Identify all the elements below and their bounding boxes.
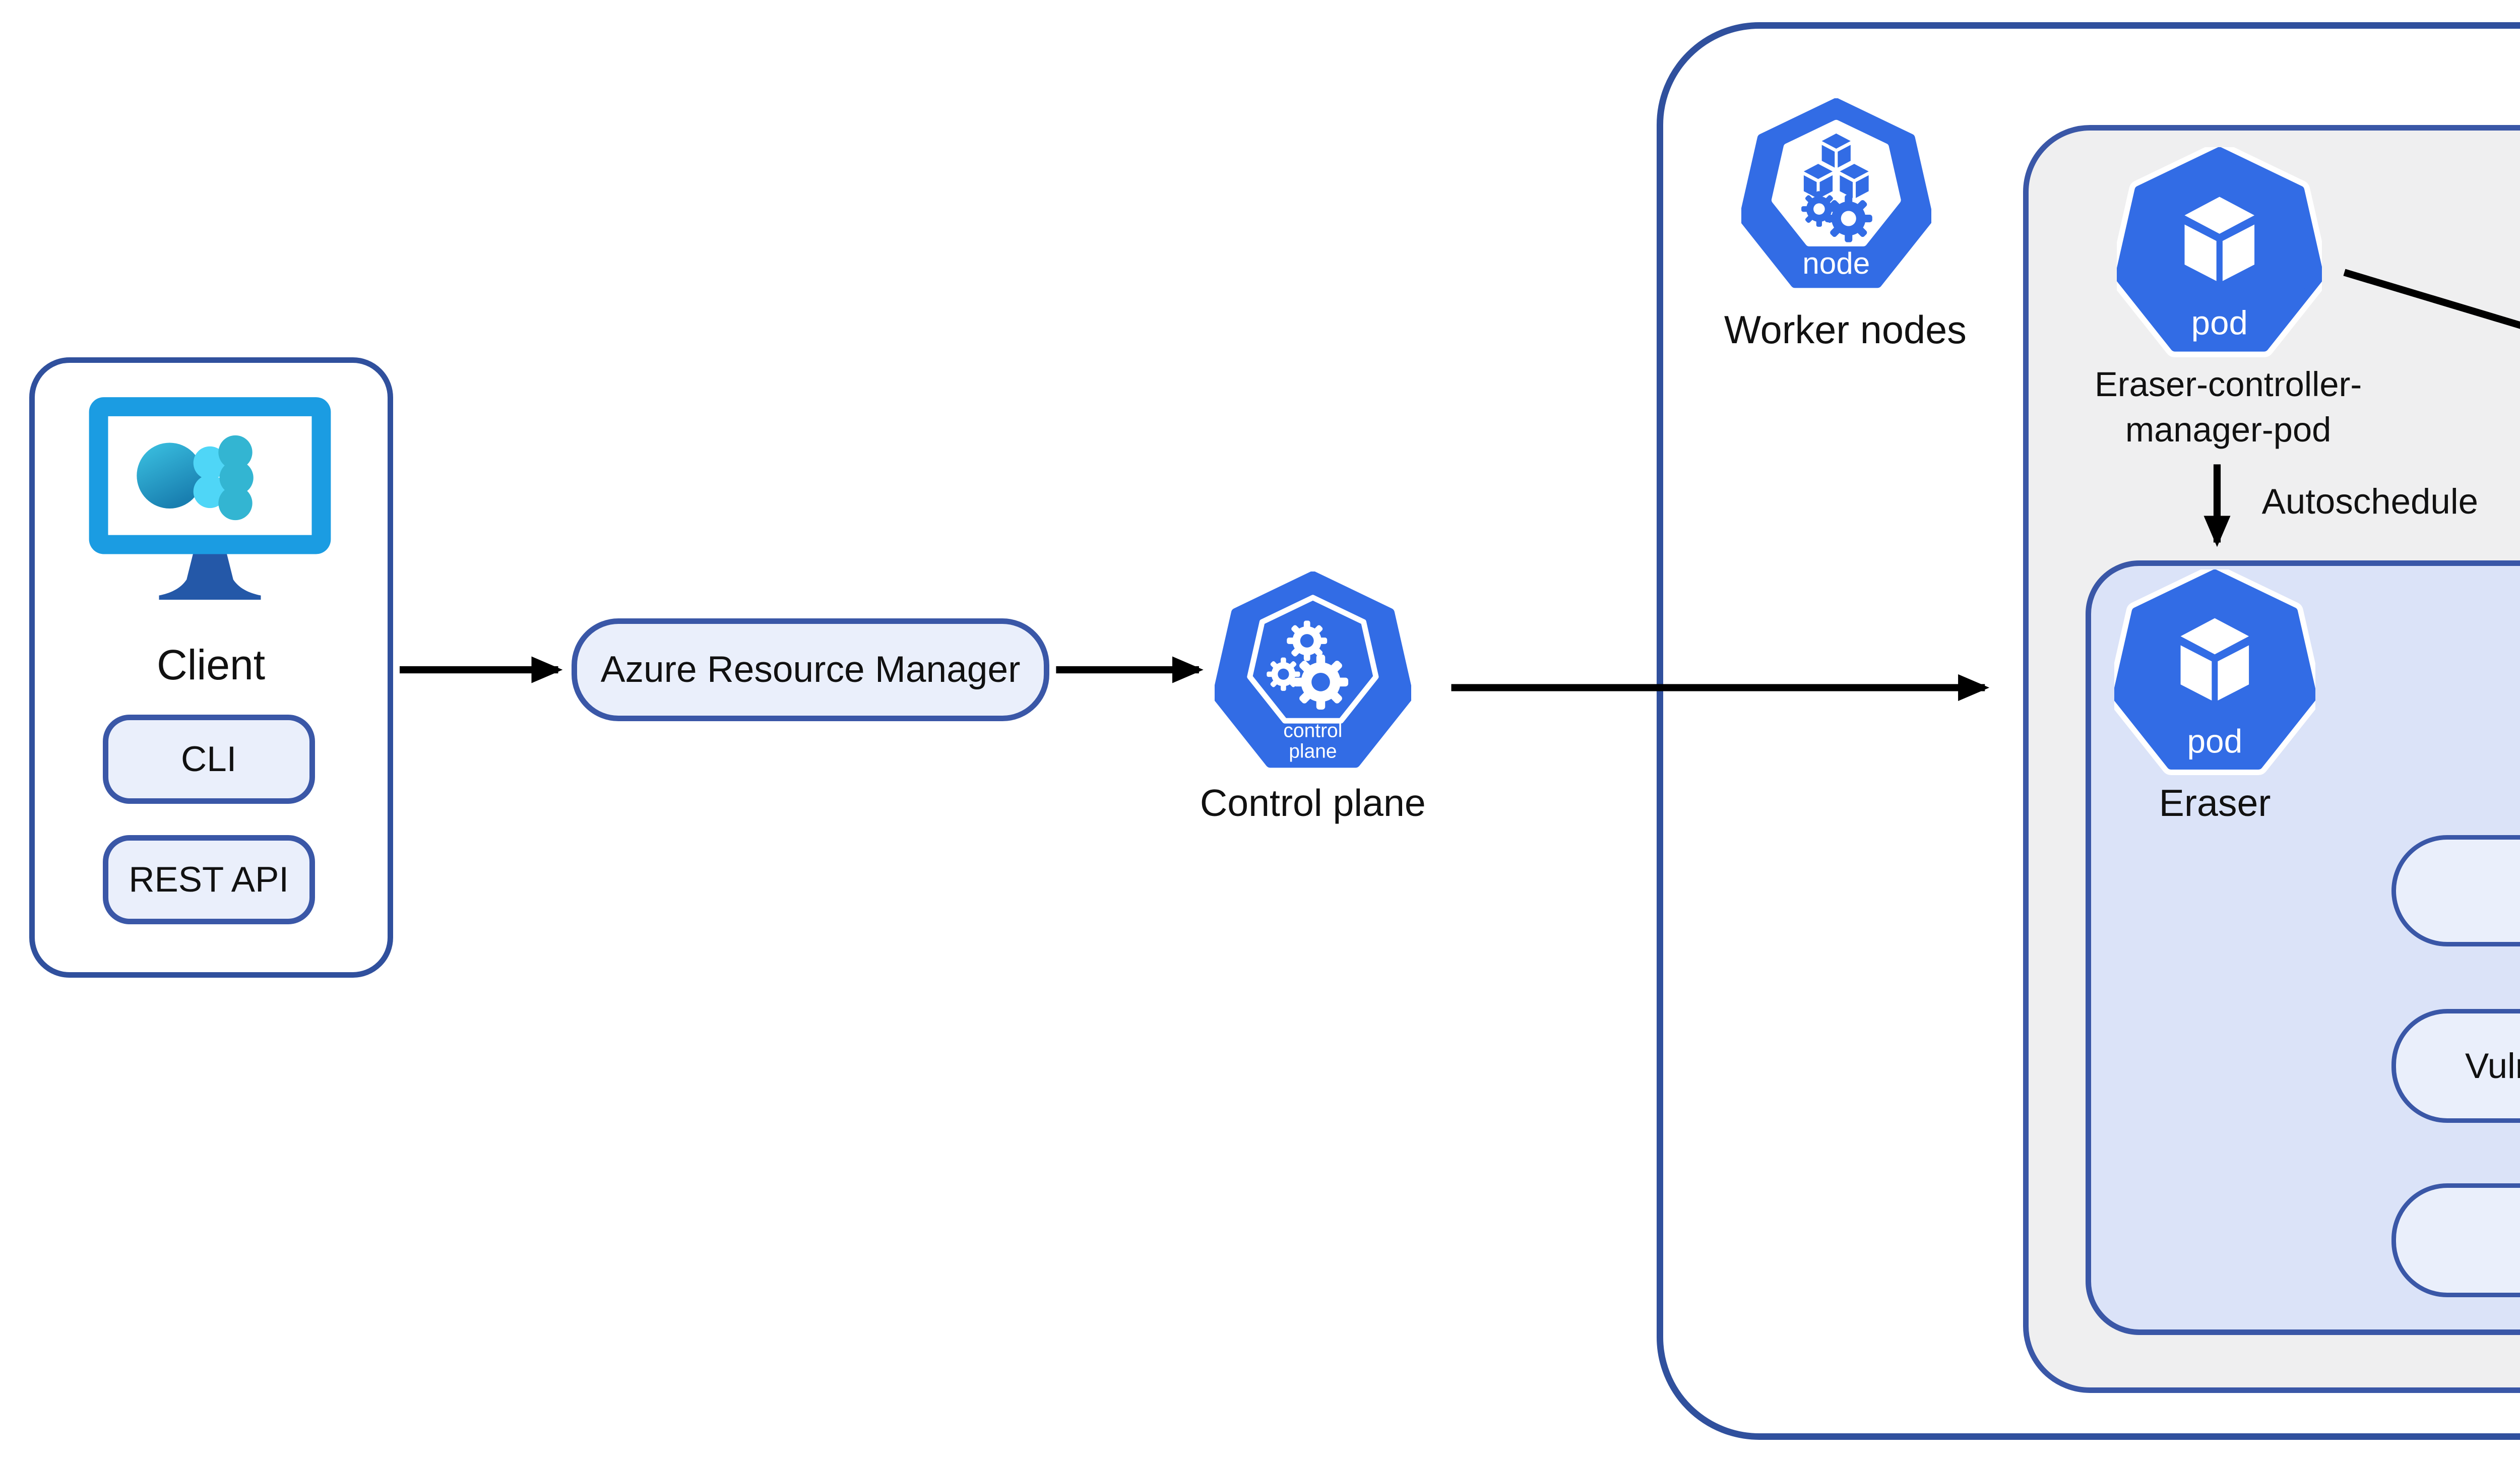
worker-nodes-label: Worker nodes [1724,308,1967,352]
control-plane-label: Control plane [1200,782,1426,824]
cube-icon [1840,164,1869,198]
collector-box: Collector [2391,835,2520,947]
cli-label: CLI [181,739,237,779]
ecm-pod-label: Eraser-controller- manager-pod [2067,362,2389,453]
rest-api-box: REST API [102,835,315,924]
ecm-pod-icon: pod [2116,147,2322,358]
cube-icon [1804,164,1833,198]
autoschedule-label: Autoschedule [2261,482,2478,522]
worker-node-icon: node [1741,98,1931,288]
pod-icon-label: pod [2191,304,2247,342]
client-monitor-icon [89,397,331,600]
node-icon-label: node [1803,246,1870,280]
cli-box: CLI [102,714,315,804]
remover-box: Remover [2391,1183,2520,1297]
control-plane-icon-label-2: plane [1289,741,1337,763]
cube-icon [2184,197,2254,281]
vulnerability-scanner-label: Vulnerability scanner [2465,1046,2520,1086]
gear-icon [1293,654,1348,710]
cube-icon [1822,133,1851,168]
eraser-pod-icon: pod [2114,569,2315,775]
gear-icon [1267,657,1300,691]
eraser-pod-label: Eraser [2159,782,2271,824]
control-plane-icon: control plane [1214,572,1411,768]
vulnerability-scanner-box: Vulnerability scanner [2391,1009,2520,1123]
control-plane-icon-label-1: control [1283,720,1342,742]
client-label: Client [157,641,266,688]
ecm-pod-label-line2: manager-pod [2125,410,2332,450]
gear-icon [1287,620,1328,661]
pod-icon-label: pod [2187,722,2243,759]
ecm-pod-label-line1: Eraser-controller- [2094,364,2362,404]
azure-resource-manager-label: Azure Resource Manager [600,649,1021,690]
rest-api-label: REST API [129,859,289,900]
gear-icon [1825,195,1873,242]
azure-resource-manager-box: Azure Resource Manager [572,618,1050,721]
